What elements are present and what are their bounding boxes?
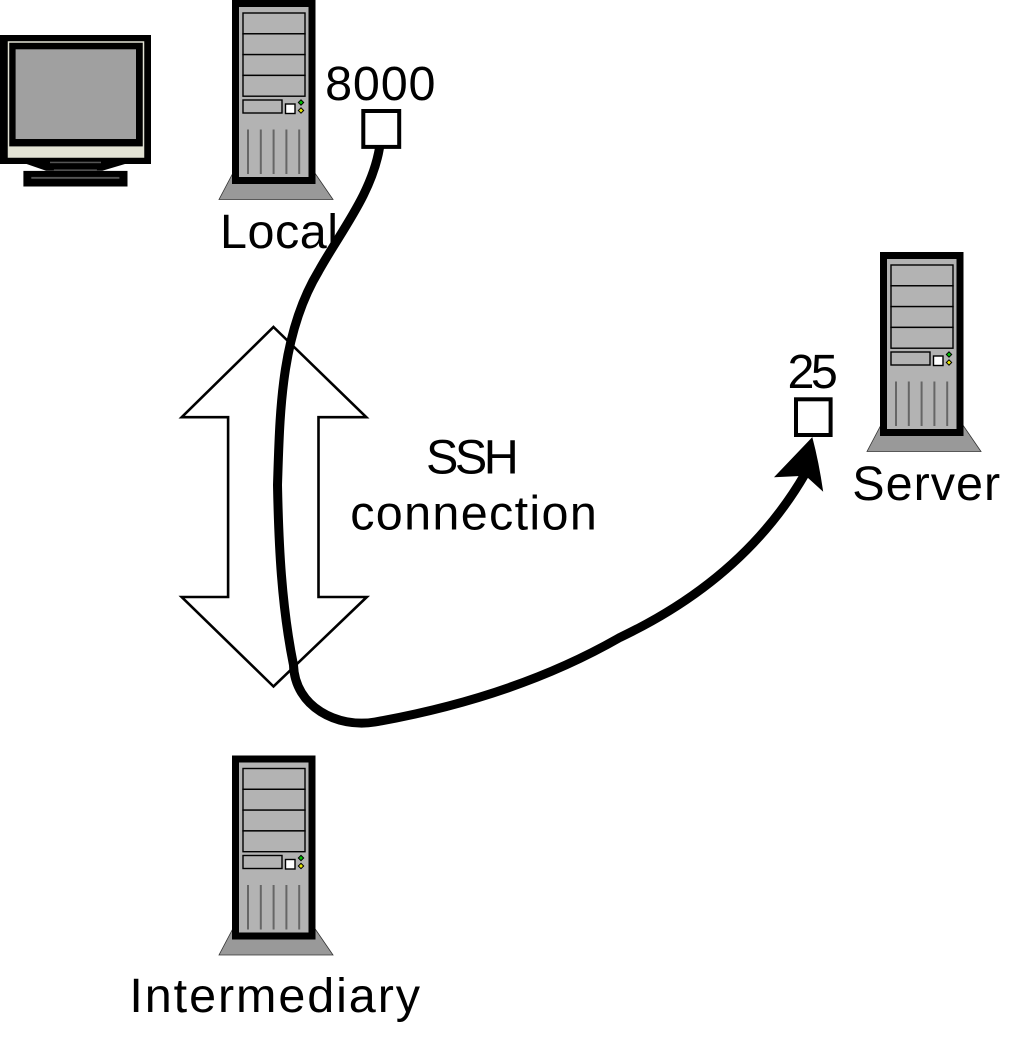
svg-text:25: 25	[788, 345, 838, 399]
svg-text:Intermediary: Intermediary	[129, 969, 420, 1023]
svg-text:Local: Local	[220, 205, 338, 259]
svg-text:Server: Server	[852, 457, 1000, 511]
svg-text:8000: 8000	[325, 57, 435, 111]
svg-text:connection: connection	[350, 487, 597, 541]
svg-text:SSH: SSH	[426, 430, 519, 484]
